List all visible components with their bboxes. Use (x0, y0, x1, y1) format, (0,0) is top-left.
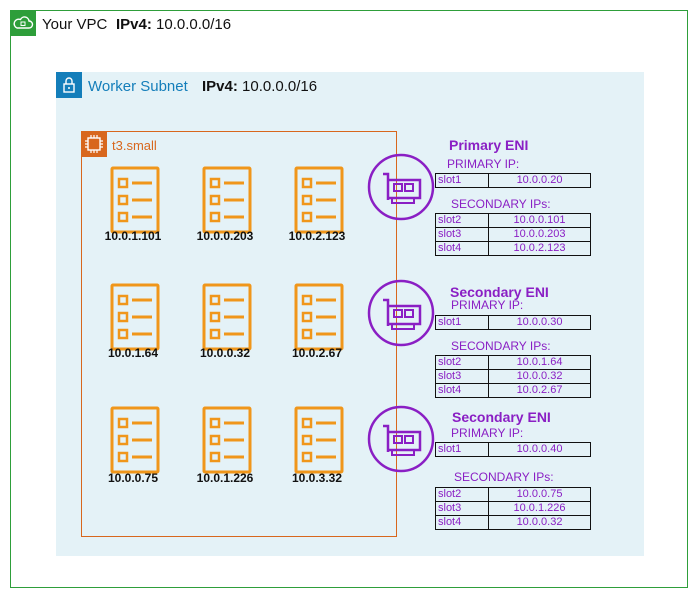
ip-cell: 10.0.2.123 (488, 241, 591, 256)
slot-cell: slot3 (435, 369, 489, 384)
subnet-ipv4: IPv4: 10.0.0.0/16 (202, 78, 317, 95)
eni-primary-label: PRIMARY IP: (451, 298, 524, 312)
vpc-ipv4-value: 10.0.0.0/16 (156, 16, 232, 33)
vpc-cloud-icon (10, 10, 36, 36)
slot-cell: slot2 (435, 355, 489, 370)
eni-primary-label: PRIMARY IP: (451, 426, 524, 440)
eni-secondary-label: SECONDARY IPs: (451, 197, 551, 211)
slot-cell: slot3 (435, 227, 489, 242)
slot-cell: slot3 (435, 501, 489, 516)
eni-primary-label: PRIMARY IP: (447, 157, 520, 171)
slot-cell: slot1 (435, 315, 489, 330)
instance-container (81, 131, 397, 537)
pod-ip: 10.0.3.32 (291, 471, 343, 485)
eni-title: Primary ENI (449, 137, 529, 153)
pod-ip: 10.0.0.203 (196, 229, 254, 243)
pod-list-icon (202, 406, 252, 474)
pod-list-icon (202, 166, 252, 234)
vpc-label: Your VPC (42, 16, 108, 33)
chip-icon (81, 131, 107, 157)
pod-ip: 10.0.1.101 (104, 229, 162, 243)
pod-list-icon (294, 406, 344, 474)
subnet-ipv4-key: IPv4: (202, 78, 238, 95)
pod-list-icon (202, 283, 252, 351)
ip-cell: 10.0.0.75 (488, 487, 591, 502)
eni-title: Secondary ENI (450, 284, 549, 300)
vpc-ipv4-key: IPv4: (116, 16, 152, 33)
slot-cell: slot1 (435, 442, 489, 457)
pod-ip: 10.0.2.67 (291, 346, 343, 360)
slot-cell: slot4 (435, 383, 489, 398)
pod-ip: 10.0.0.32 (199, 346, 251, 360)
pod-ip: 10.0.2.123 (288, 229, 346, 243)
subnet-container (56, 72, 644, 556)
subnet-label: Worker Subnet (88, 78, 188, 95)
pod-list-icon (110, 406, 160, 474)
ip-cell: 10.0.0.101 (488, 213, 591, 228)
pod-list-icon (110, 283, 160, 351)
pod-list-icon (110, 166, 160, 234)
ip-cell: 10.0.2.67 (488, 383, 591, 398)
vpc-ipv4: IPv4: 10.0.0.0/16 (116, 16, 231, 33)
subnet-ipv4-value: 10.0.0.0/16 (242, 78, 318, 95)
ip-cell: 10.0.1.226 (488, 501, 591, 516)
eni-secondary-label: SECONDARY IPs: (451, 339, 551, 353)
vpc-container (10, 10, 688, 588)
network-card-icon (366, 278, 436, 348)
pod-ip: 10.0.0.75 (107, 471, 159, 485)
instance-label: t3.small (112, 138, 157, 153)
pod-list-icon (294, 283, 344, 351)
lock-icon (56, 72, 82, 98)
eni-secondary-label: SECONDARY IPs: (454, 470, 554, 484)
slot-cell: slot4 (435, 515, 489, 530)
pod-ip: 10.0.1.226 (196, 471, 254, 485)
ip-cell: 10.0.0.203 (488, 227, 591, 242)
network-card-icon (366, 152, 436, 222)
ip-cell: 10.0.0.30 (488, 315, 591, 330)
ip-cell: 10.0.1.64 (488, 355, 591, 370)
ip-cell: 10.0.0.32 (488, 369, 591, 384)
ip-cell: 10.0.0.40 (488, 442, 591, 457)
slot-cell: slot4 (435, 241, 489, 256)
slot-cell: slot1 (435, 173, 489, 188)
pod-ip: 10.0.1.64 (107, 346, 159, 360)
ip-cell: 10.0.0.32 (488, 515, 591, 530)
eni-title: Secondary ENI (452, 409, 551, 425)
slot-cell: slot2 (435, 487, 489, 502)
pod-list-icon (294, 166, 344, 234)
slot-cell: slot2 (435, 213, 489, 228)
ip-cell: 10.0.0.20 (488, 173, 591, 188)
network-card-icon (366, 404, 436, 474)
